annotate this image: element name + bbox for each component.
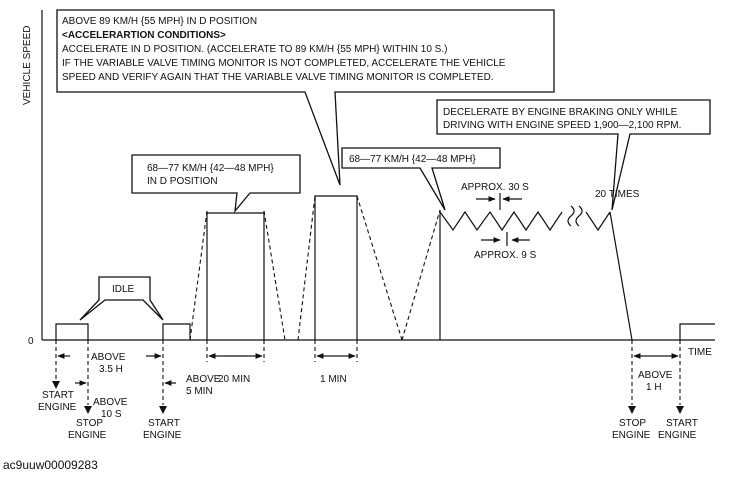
speed-d-callout: 68—77 KM/H {42—48 MPH} IN D POSITION — [131, 154, 301, 214]
start3-arrowhead — [676, 406, 684, 414]
idle-label: IDLE — [112, 284, 135, 295]
above5min-line-1: ABOVE — [186, 374, 221, 385]
start1-line-1: START — [42, 390, 74, 401]
origin-label: 0 — [28, 336, 34, 347]
start1-line-2: ENGINE — [38, 402, 77, 413]
start3-line-1: START — [666, 418, 698, 429]
main-callout-line-1: ABOVE 89 KM/H {55 MPH} IN D POSITION — [62, 16, 257, 27]
main-callout-line-5: SPEED AND VERIFY AGAIN THAT THE VARIABLE… — [62, 72, 494, 83]
above1h-line-2: 1 H — [646, 382, 662, 393]
above5min-line-2: 5 MIN — [186, 386, 213, 397]
main-callout-line-3: ACCELERATE IN D POSITION. (ACCELERATE TO… — [62, 44, 447, 55]
decel-line-2: DRIVING WITH ENGINE SPEED 1,900—2,100 RP… — [443, 120, 681, 131]
start2-arrowhead — [159, 406, 167, 414]
above35h-line-1: ABOVE — [91, 352, 126, 363]
start2-line-2: ENGINE — [143, 430, 182, 441]
main-callout: ABOVE 89 KM/H {55 MPH} IN D POSITION <AC… — [56, 9, 555, 186]
start3-line-2: ENGINE — [658, 430, 697, 441]
stop2-line-1: STOP — [619, 418, 646, 429]
reference-code: ac9uuw00009283 — [3, 458, 98, 472]
speed-2-callout: 68—77 KM/H {42—48 MPH} — [341, 147, 501, 211]
twenty-times-label: 20 TIMES — [595, 189, 640, 200]
timeline-markers — [55, 340, 681, 405]
stop1-arrowhead — [84, 406, 92, 414]
idle-callout: IDLE — [79, 276, 164, 321]
speed-d-line-2: IN D POSITION — [147, 176, 218, 187]
stop1-line-1: STOP — [76, 418, 103, 429]
above1h-line-1: ABOVE — [638, 370, 673, 381]
start2-line-1: START — [148, 418, 180, 429]
speed-profile — [55, 195, 715, 341]
start1-arrowhead — [52, 381, 60, 389]
approx-9s-label: APPROX. 9 S — [474, 250, 537, 261]
decel-line-1: DECELERATE BY ENGINE BRAKING ONLY WHILE — [443, 107, 678, 118]
above35h-line-2: 3.5 H — [99, 364, 123, 375]
main-callout-line-2: <ACCELERARTION CONDITIONS> — [62, 30, 226, 41]
one-min-label: 1 MIN — [320, 374, 347, 385]
y-axis-label: VEHICLE SPEED — [22, 26, 33, 105]
speed-d-line-1: 68—77 KM/H {42—48 MPH} — [147, 163, 274, 174]
stop1-line-2: ENGINE — [68, 430, 107, 441]
twenty-min-label: 20 MIN — [218, 374, 250, 385]
stop2-line-2: ENGINE — [612, 430, 651, 441]
approx-30s-label: APPROX. 30 S — [461, 182, 529, 193]
decel-callout: DECELERATE BY ENGINE BRAKING ONLY WHILE … — [436, 99, 711, 211]
main-callout-line-4: IF THE VARIABLE VALVE TIMING MONITOR IS … — [62, 58, 506, 69]
stop2-arrowhead — [628, 406, 636, 414]
x-axis-label: TIME — [688, 347, 712, 358]
above10s-line-2: 10 S — [101, 409, 122, 420]
drive-cycle-diagram: VEHICLE SPEED 0 TIME ABOVE 89 KM/H {55 M… — [22, 9, 715, 441]
speed-2-label: 68—77 KM/H {42—48 MPH} — [349, 154, 476, 165]
above10s-line-1: ABOVE — [93, 397, 128, 408]
